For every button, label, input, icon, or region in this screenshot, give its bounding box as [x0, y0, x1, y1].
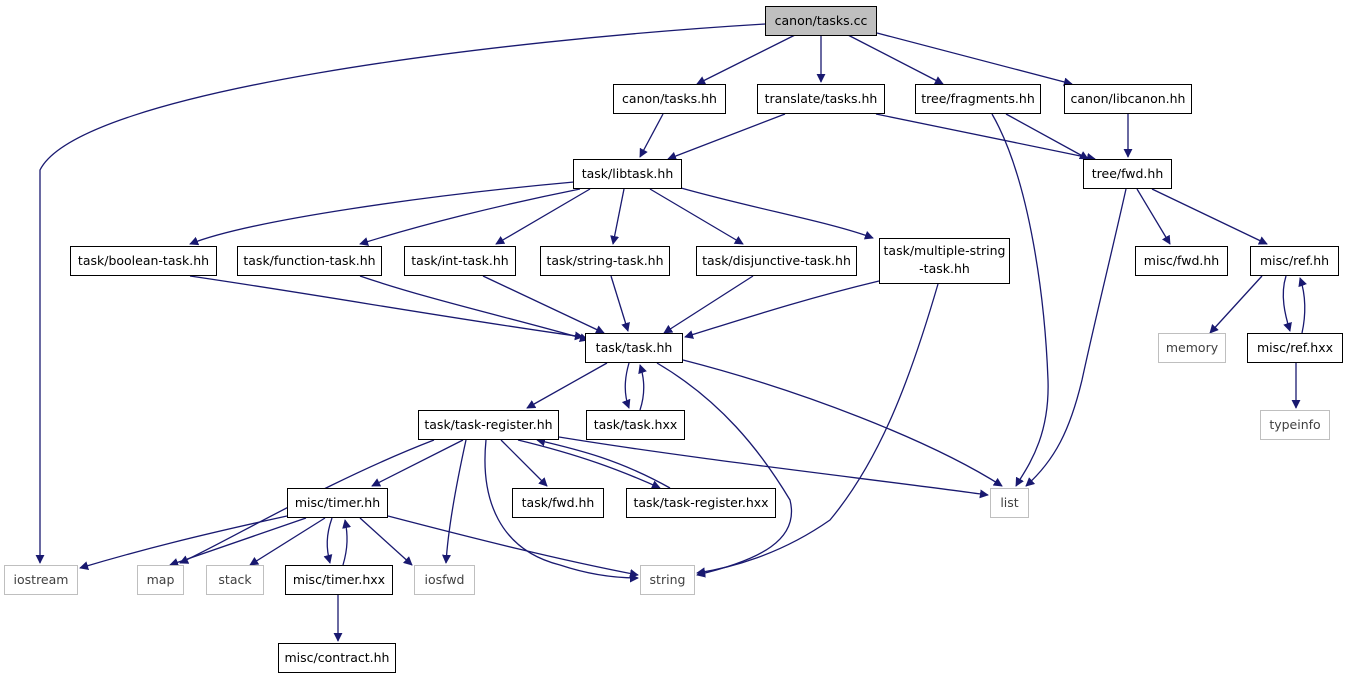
edge-misc-timer-hh-to-stack	[249, 517, 326, 566]
edge-tree-fragments-hh-to-list	[991, 113, 1049, 487]
edge-misc-ref-hh-to-misc-ref-hxx	[1282, 275, 1292, 332]
node-canon-tasks-cc: canon/tasks.cc	[765, 6, 877, 36]
edge-task-task-register-hh-to-list	[558, 436, 989, 499]
edge-translate-tasks-hh-to-task-libtask-hh	[667, 113, 786, 161]
edges-layer	[35, 23, 1307, 642]
edge-task-int-task-hh-to-task-task-hh	[482, 275, 605, 334]
node-task-string-task-hh[interactable]: task/string-task.hh	[540, 246, 670, 276]
node-task-task-hh[interactable]: task/task.hh	[585, 333, 683, 363]
edge-tree-fwd-hh-to-list	[1025, 188, 1127, 487]
edge-task-libtask-hh-to-task-string-task-hh	[610, 188, 625, 245]
edge-task-task-hh-to-string	[656, 362, 793, 578]
node-memory: memory	[1158, 333, 1226, 363]
node-typeinfo: typeinfo	[1260, 410, 1330, 440]
node-task-task-register-hxx[interactable]: task/task-register.hxx	[626, 488, 776, 518]
node-misc-timer-hh[interactable]: misc/timer.hh	[287, 488, 388, 518]
edge-task-task-register-hh-to-map	[179, 439, 435, 564]
edge-task-task-register-hh-to-string	[484, 439, 639, 583]
edge-task-task-hxx-to-task-task-hh	[638, 364, 647, 411]
edge-misc-timer-hh-to-iosfwd	[359, 517, 413, 566]
node-tree-fragments-hh[interactable]: tree/fragments.hh	[915, 84, 1041, 114]
node-string: string	[640, 565, 695, 595]
node-task-task-register-hh[interactable]: task/task-register.hh	[418, 410, 559, 440]
node-canon-libcanon-hh[interactable]: canon/libcanon.hh	[1064, 84, 1192, 114]
node-task-function-task-hh[interactable]: task/function-task.hh	[237, 246, 382, 276]
edge-canon-tasks-hh-to-task-libtask-hh	[639, 113, 664, 158]
edge-task-task-register-hh-to-misc-timer-hh	[371, 439, 464, 487]
edge-task-libtask-hh-to-task-function-task-hh	[359, 188, 581, 246]
node-iosfwd: iosfwd	[414, 565, 475, 595]
node-task-libtask-hh[interactable]: task/libtask.hh	[573, 159, 682, 189]
edge-misc-timer-hxx-to-misc-timer-hh	[342, 519, 351, 566]
node-misc-contract-hh[interactable]: misc/contract.hh	[278, 643, 396, 673]
node-map: map	[137, 565, 184, 595]
edge-misc-timer-hh-to-map	[169, 517, 307, 567]
node-misc-timer-hxx[interactable]: misc/timer.hxx	[285, 565, 393, 595]
edge-tree-fwd-hh-to-misc-fwd-hh	[1136, 188, 1171, 245]
node-task-boolean-task-hh[interactable]: task/boolean-task.hh	[70, 246, 217, 276]
node-task-fwd-hh[interactable]: task/fwd.hh	[512, 488, 604, 518]
node-misc-ref-hh[interactable]: misc/ref.hh	[1250, 246, 1339, 276]
edge-task-string-task-hh-to-task-task-hh	[610, 275, 630, 332]
edge-task-libtask-hh-to-task-disjunctive-task-hh	[649, 188, 744, 245]
edge-task-multiple-string-task-hh-to-task-task-hh	[684, 280, 880, 339]
edge-canon-tasks-cc-to-canon-libcanon-hh	[876, 32, 1073, 87]
edge-canon-tasks-cc-to-iostream	[35, 23, 766, 564]
node-misc-fwd-hh[interactable]: misc/fwd.hh	[1135, 246, 1228, 276]
node-task-task-hxx[interactable]: task/task.hxx	[586, 410, 685, 440]
node-task-multiple-string-task-hh[interactable]: task/multiple-string-task.hh	[879, 238, 1010, 284]
edge-misc-timer-hh-to-misc-timer-hxx	[323, 517, 333, 564]
edge-misc-timer-hh-to-string	[387, 515, 639, 578]
node-misc-ref-hxx[interactable]: misc/ref.hxx	[1247, 333, 1343, 363]
edge-task-libtask-hh-to-task-int-task-hh	[495, 188, 591, 245]
edge-task-libtask-hh-to-task-boolean-task-hh	[189, 181, 575, 246]
edge-misc-ref-hh-to-memory	[1209, 275, 1263, 334]
node-canon-tasks-hh[interactable]: canon/tasks.hh	[613, 84, 726, 114]
node-tree-fwd-hh[interactable]: tree/fwd.hh	[1083, 159, 1172, 189]
edge-task-multiple-string-task-hh-to-string	[696, 283, 939, 577]
node-task-int-task-hh[interactable]: task/int-task.hh	[404, 246, 516, 276]
edge-translate-tasks-hh-to-tree-fwd-hh	[875, 113, 1096, 162]
edge-task-task-register-hh-to-task-fwd-hh	[500, 439, 548, 487]
edge-misc-timer-hh-to-iostream	[79, 515, 288, 570]
edge-task-task-hh-to-task-task-register-hh	[526, 362, 608, 409]
edge-task-task-register-hh-to-task-task-register-hxx	[517, 439, 661, 489]
edge-task-boolean-task-hh-to-task-task-hh	[189, 275, 584, 341]
edge-tree-fragments-hh-to-tree-fwd-hh	[1005, 113, 1089, 160]
node-translate-tasks-hh[interactable]: translate/tasks.hh	[757, 84, 885, 114]
edge-task-disjunctive-task-hh-to-task-task-hh	[663, 275, 754, 334]
node-list: list	[990, 488, 1029, 518]
edge-task-task-hh-to-list	[682, 359, 1003, 487]
edge-task-task-register-hh-to-iosfwd	[441, 439, 467, 564]
node-task-disjunctive-task-hh[interactable]: task/disjunctive-task.hh	[696, 246, 857, 276]
edge-canon-tasks-cc-to-canon-tasks-hh	[696, 34, 796, 85]
edge-tree-fwd-hh-to-misc-ref-hh	[1151, 188, 1268, 245]
node-stack: stack	[206, 565, 264, 595]
edge-task-task-hh-to-task-task-hxx	[621, 362, 631, 409]
edge-task-task-register-hxx-to-task-task-register-hh	[536, 437, 671, 489]
edge-canon-tasks-cc-to-tree-fragments-hh	[847, 34, 944, 85]
node-iostream: iostream	[4, 565, 78, 595]
edge-task-libtask-hh-to-task-multiple-string-task-hh	[680, 187, 874, 240]
edge-misc-ref-hxx-to-misc-ref-hh	[1298, 277, 1307, 334]
edge-task-function-task-hh-to-task-task-hh	[359, 275, 589, 343]
